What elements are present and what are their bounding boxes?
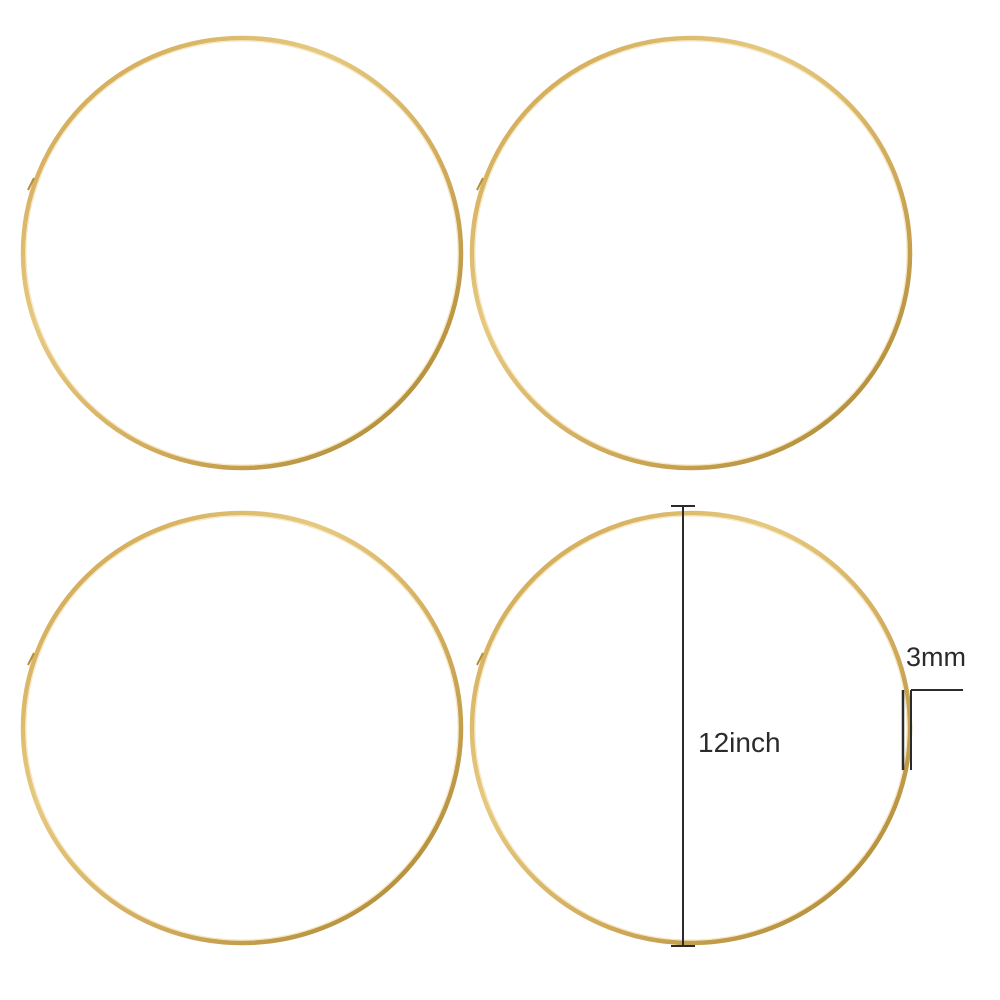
diameter-label: 12inch: [698, 727, 781, 758]
gold-ring-bottom-left: [20, 510, 464, 946]
thickness-measure: [901, 689, 963, 770]
thickness-label: 3mm: [906, 642, 966, 672]
diameter-measure: [671, 505, 695, 947]
gold-ring-top-left: [20, 35, 464, 471]
gold-ring-top-right: [469, 35, 913, 471]
gold-ring-bottom-right: [469, 510, 913, 946]
